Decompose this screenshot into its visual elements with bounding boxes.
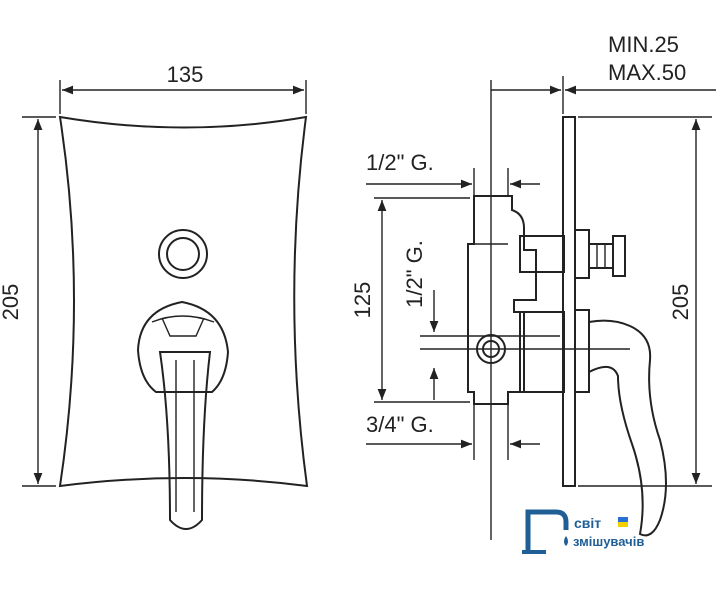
flag-top bbox=[618, 517, 628, 522]
flag-bottom bbox=[618, 522, 628, 527]
logo-line1: світ bbox=[574, 515, 601, 531]
logo-line2: змішувачів bbox=[573, 534, 644, 549]
diverter-button-inner bbox=[166, 237, 200, 271]
dim-front-width: 135 bbox=[167, 62, 204, 87]
dim-side-height: 205 bbox=[668, 284, 693, 321]
label-thread-top: 1/2" G. bbox=[366, 150, 434, 175]
dim-front-height: 205 bbox=[0, 284, 23, 321]
cover-plate bbox=[58, 115, 309, 488]
label-thread-bottom: 3/4" G. bbox=[366, 412, 434, 437]
brand-logo: світ змішувачів bbox=[522, 509, 644, 554]
label-thread-side: 1/2" G. bbox=[402, 240, 427, 308]
front-view: 135 205 bbox=[0, 62, 309, 530]
valve-body bbox=[467, 195, 537, 405]
diverter-button bbox=[158, 229, 208, 279]
faucet-logo-icon bbox=[525, 509, 569, 552]
dim-inlet-spacing: 125 bbox=[350, 282, 375, 319]
lever-side bbox=[588, 319, 667, 537]
trim-plate bbox=[562, 116, 576, 487]
lever-handle bbox=[158, 351, 212, 530]
side-view: 1/2" G. 1/2" G. 125 3/4" G. MIN.25 MAX.5… bbox=[350, 32, 716, 540]
diverter-knob-side bbox=[588, 243, 614, 269]
label-depth-min: MIN.25 bbox=[608, 32, 679, 57]
lever-base bbox=[136, 300, 230, 393]
label-depth-max: MAX.50 bbox=[608, 60, 686, 85]
